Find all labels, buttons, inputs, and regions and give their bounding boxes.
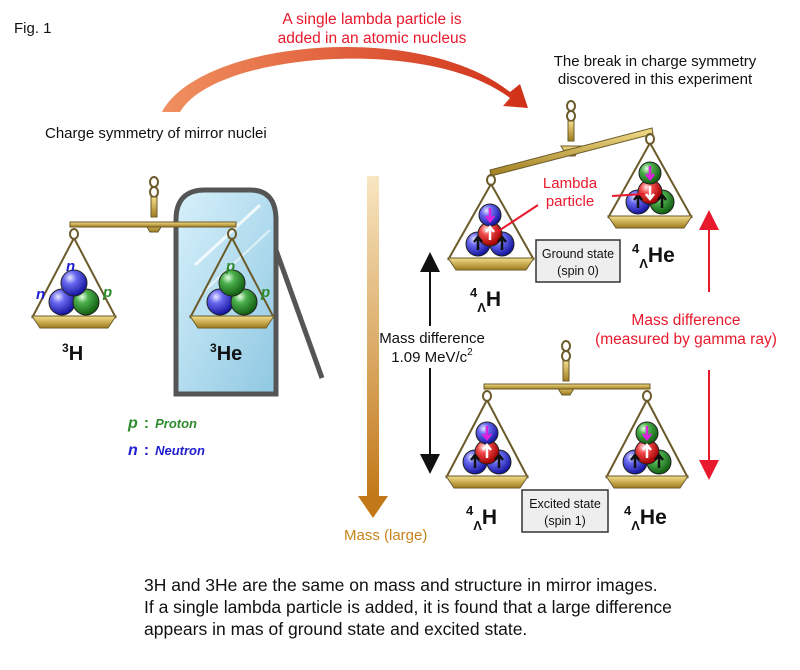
lower-h-nucleus xyxy=(462,421,512,475)
lower-h-label: 4ΛH xyxy=(466,503,497,533)
ground-state-box: Ground state (spin 0) xyxy=(535,239,621,283)
excited-state-box: Excited state (spin 1) xyxy=(521,489,609,533)
excited-state-line2: (spin 1) xyxy=(544,514,586,528)
mass-axis-arrow xyxy=(358,176,388,518)
upper-right-scale xyxy=(447,100,693,271)
caption-line2: If a single lambda particle is added, it… xyxy=(144,597,672,617)
mass-axis-label: Mass (large) xyxy=(344,527,427,544)
he3-label: 3He xyxy=(210,341,242,365)
lower-he-nucleus xyxy=(622,421,672,475)
mirror-title: Charge symmetry of mirror nuclei xyxy=(45,125,267,142)
mass-diff-left-line1: Mass difference xyxy=(379,330,485,347)
left-scale xyxy=(31,176,275,329)
mass-diff-left-line2: 1.09 MeV/c2 xyxy=(391,347,473,366)
upper-he-nucleus xyxy=(625,161,675,215)
caption: 3H and 3He are the same on mass and stru… xyxy=(144,574,784,640)
upper-he-label: 4ΛHe xyxy=(632,241,675,271)
mass-diff-right-line2: (measured by gamma ray) xyxy=(595,331,777,348)
he3-nucleus xyxy=(206,269,258,316)
ground-state-line1: Ground state xyxy=(542,247,614,261)
excited-state-line1: Excited state xyxy=(529,497,601,511)
lower-right-scale xyxy=(445,340,689,489)
h3-nucleus xyxy=(48,269,100,316)
figure-label: Fig. 1 xyxy=(14,20,52,37)
svg-text:p:Proton: p:Proton xyxy=(127,415,197,432)
lambda-label-line2: particle xyxy=(546,193,594,210)
svg-text:n:Neutron: n:Neutron xyxy=(128,442,205,459)
lambda-added-line1: A single lambda particle is xyxy=(282,11,461,28)
break-symmetry-line2: discovered in this experiment xyxy=(558,71,753,88)
upper-h-label: 4ΛH xyxy=(470,285,501,315)
lambda-label-line1: Lambda xyxy=(543,175,598,192)
upper-h-nucleus xyxy=(465,203,515,257)
h3-label: 3H xyxy=(62,341,83,365)
mass-diff-right-line1: Mass difference xyxy=(631,312,740,329)
caption-line1: 3H and 3He are the same on mass and stru… xyxy=(144,575,658,595)
h3-p-label: p xyxy=(102,284,112,301)
lambda-pointer-left xyxy=(496,204,539,233)
proton-ball xyxy=(218,269,246,297)
h3-n-label-left: n xyxy=(36,286,45,303)
lower-he-label: 4ΛHe xyxy=(624,503,667,533)
curved-arrow xyxy=(162,46,528,112)
caption-line3: appears in mas of ground state and excit… xyxy=(144,619,528,639)
ground-state-line2: (spin 0) xyxy=(557,264,599,278)
he3-p-label-top: p xyxy=(225,258,235,275)
lambda-added-line2: added in an atomic nucleus xyxy=(278,30,467,47)
he3-p-label-right: p xyxy=(260,284,270,301)
h3-n-label-top: n xyxy=(66,258,75,275)
mass-diff-left-bg xyxy=(380,326,486,368)
break-symmetry-line1: The break in charge symmetry xyxy=(554,53,757,70)
legend: p:Proton n:Neutron xyxy=(127,415,205,459)
lambda-pointer-right xyxy=(611,193,645,197)
neutron-ball xyxy=(60,269,88,297)
